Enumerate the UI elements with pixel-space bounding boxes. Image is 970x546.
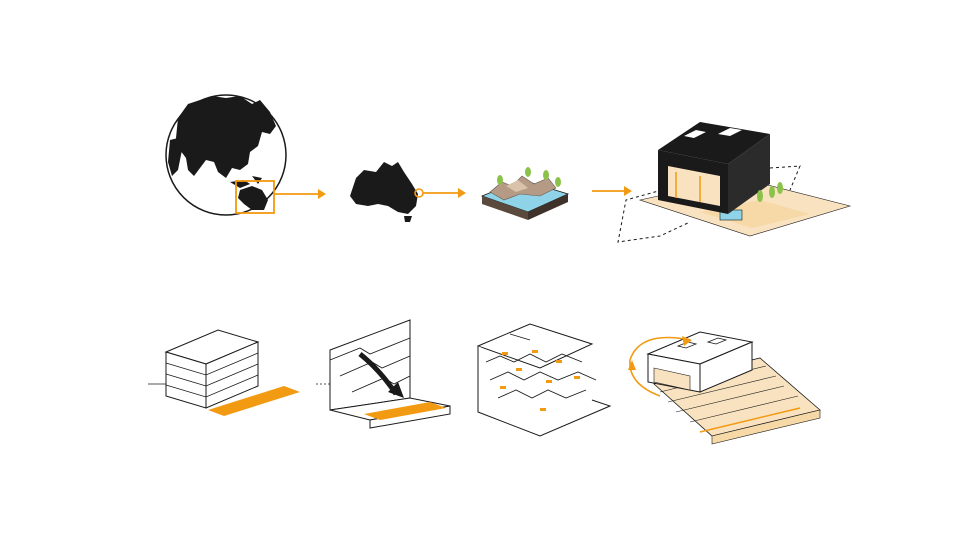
stepped-slope-icon bbox=[316, 319, 451, 429]
building-context-icon bbox=[617, 122, 852, 243]
final-building-icon bbox=[628, 331, 821, 445]
arrow-3 bbox=[592, 186, 632, 196]
africa-edge bbox=[168, 138, 182, 176]
australia-map-icon bbox=[350, 162, 424, 222]
terrain-block-icon bbox=[480, 167, 570, 220]
focus-box bbox=[235, 180, 275, 214]
site-boundary bbox=[617, 165, 801, 243]
building-trees bbox=[757, 182, 783, 202]
orange-markers bbox=[500, 350, 580, 411]
orbit-arrow bbox=[629, 336, 691, 397]
site-strip bbox=[208, 386, 300, 416]
terraces-icon bbox=[476, 323, 612, 437]
stacked-volume-icon bbox=[148, 329, 300, 416]
site-strip bbox=[364, 402, 446, 420]
arrow-2 bbox=[423, 188, 466, 198]
australia-on-globe bbox=[238, 186, 268, 210]
globe-icon bbox=[165, 94, 287, 216]
trees bbox=[497, 167, 561, 187]
arrow-1 bbox=[274, 189, 326, 199]
indonesia-islands bbox=[230, 176, 262, 188]
asia-landmass bbox=[176, 96, 276, 178]
